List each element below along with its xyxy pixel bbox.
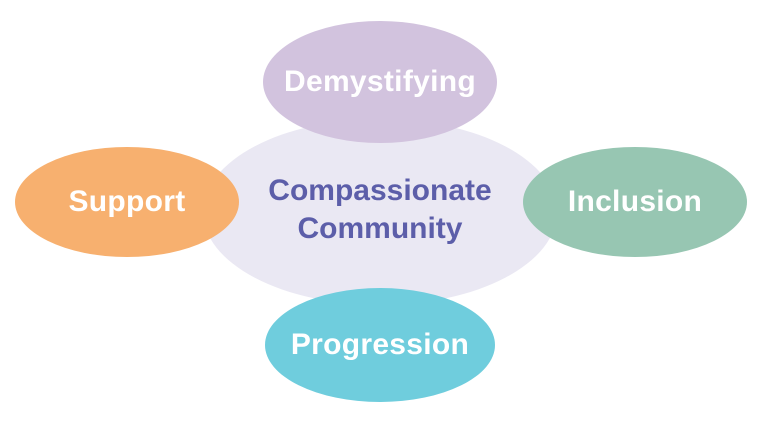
label-inclusion: Inclusion [567,185,703,218]
ellipse-support: Support [15,147,239,257]
center-label: Compassionate Community [268,172,491,248]
ellipse-demystifying: Demystifying [263,21,497,143]
center-label-line2: Community [297,212,463,245]
center-ellipse-compassionate-community: Compassionate Community [203,119,557,305]
label-demystifying: Demystifying [284,65,476,98]
center-label-line1: Compassionate [268,174,492,208]
ellipse-progression: Progression [265,288,495,402]
ellipse-inclusion: Inclusion [523,147,747,257]
label-progression: Progression [290,328,470,361]
label-support: Support [68,185,186,218]
